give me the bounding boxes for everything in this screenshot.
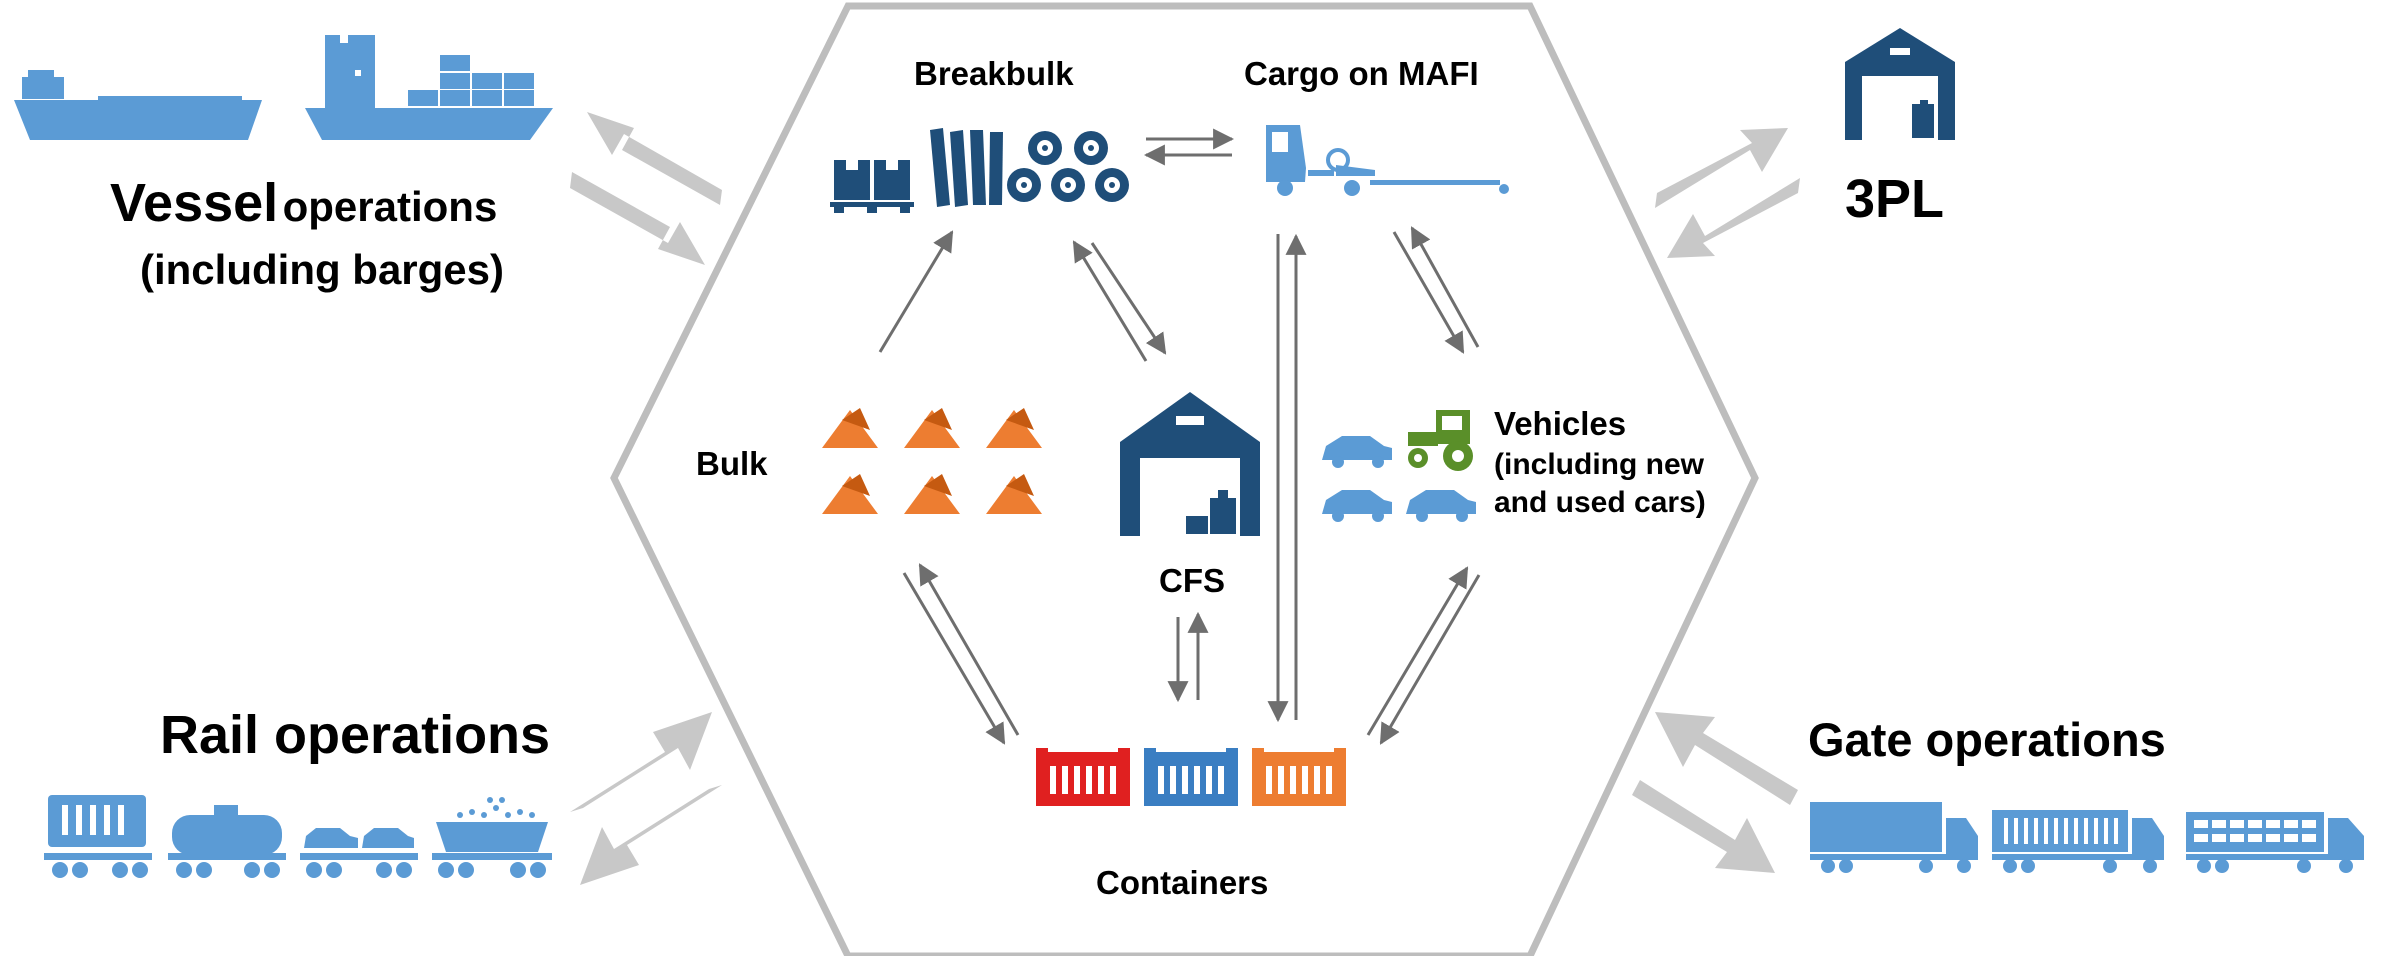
rail-tank-wagon-icon (168, 805, 286, 878)
pallet-boxes-icon (830, 160, 914, 213)
bulk-piles-icon (822, 408, 1042, 514)
bulk-label: Bulk (696, 445, 768, 482)
cargo-on-mafi-label: Cargo on MAFI (1244, 55, 1479, 92)
truck-flatbed-icon (2186, 812, 2364, 873)
vehicles-label-line2: (including new (1494, 448, 1704, 481)
container-orange-icon (1252, 748, 1346, 806)
breakbulk-label: Breakbulk (914, 55, 1074, 92)
vessel-label-line2: (including barges) (140, 246, 505, 293)
gate-operations-label: Gate operations (1808, 713, 2166, 766)
containers-label: Containers (1096, 864, 1269, 901)
vehicles-label-line3: and used cars) (1494, 486, 1706, 519)
truck-box-icon (1810, 802, 1978, 873)
barge-icon (14, 70, 262, 140)
rail-exchange-arrows (570, 712, 722, 885)
rail-operations-label: Rail operations (160, 705, 551, 765)
tractor-icon (1408, 410, 1473, 471)
cfs-label: CFS (1159, 562, 1225, 599)
coils-icon (1007, 131, 1129, 202)
container-ship-icon (305, 35, 553, 140)
container-blue-icon (1144, 748, 1238, 806)
cfs-warehouse-icon (1120, 392, 1260, 536)
warehouse-icon-3pl (1845, 28, 1955, 140)
vessel-label-main: Vessel (110, 173, 279, 233)
mafi-tractor-trailer-icon (1266, 125, 1509, 196)
rail-car-carrier-icon (300, 828, 418, 878)
internal-flow-arrows (878, 128, 1481, 745)
vessel-operations-label: Vessel operations (110, 172, 497, 234)
container-red-icon (1036, 748, 1130, 806)
vessel-label-rest: operations (282, 183, 498, 230)
cars-icon (1322, 436, 1476, 522)
3pl-exchange-arrows (1655, 128, 1800, 258)
vehicles-label: Vehicles (1494, 405, 1627, 442)
vessel-exchange-arrows (570, 112, 722, 265)
steel-plates-icon (930, 128, 1003, 207)
rail-container-wagon-icon (44, 795, 152, 878)
rail-hopper-wagon-icon (432, 797, 552, 878)
3pl-label: 3PL (1845, 169, 1945, 229)
gate-exchange-arrows (1632, 712, 1798, 873)
truck-container-icon (1992, 810, 2164, 873)
